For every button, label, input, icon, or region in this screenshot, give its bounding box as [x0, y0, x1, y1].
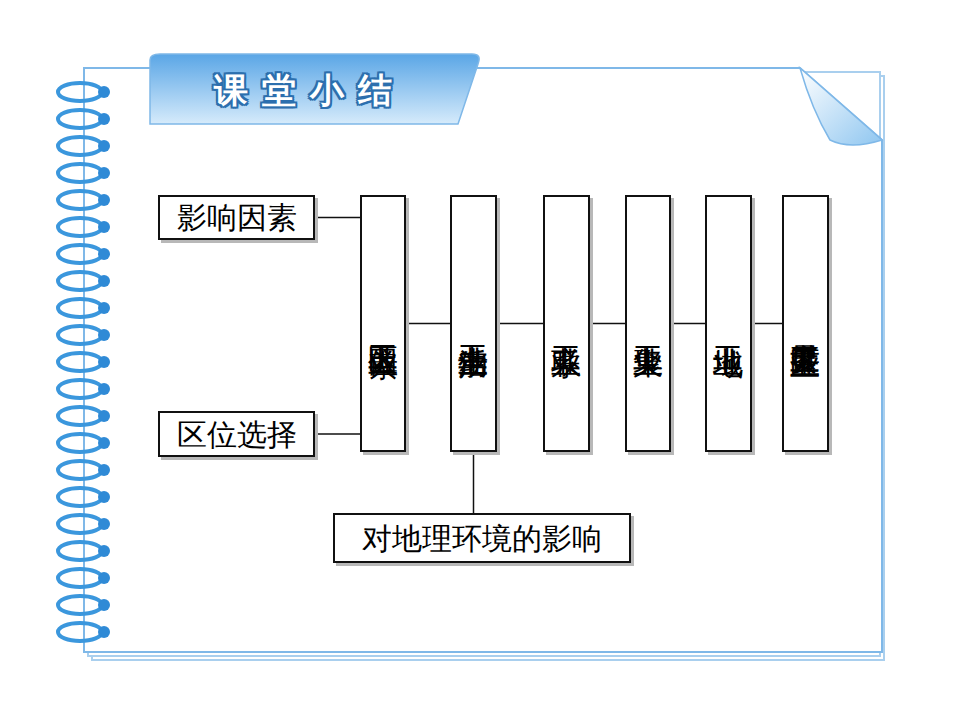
- binding-hole: [98, 302, 110, 314]
- binding-hole: [98, 599, 110, 611]
- binding-hole: [98, 167, 110, 179]
- spiral-binding: [58, 83, 110, 641]
- spiral-ring: [58, 515, 102, 533]
- slide-title: 课堂小结: [160, 66, 460, 116]
- spiral-ring: [58, 110, 102, 128]
- topic-box: 区位选择: [158, 411, 315, 457]
- spiral-ring: [58, 461, 102, 479]
- spiral-ring: [58, 353, 102, 371]
- binding-hole: [98, 329, 110, 341]
- connector-line: [497, 323, 543, 325]
- vertical-topic-box: 工业联系: [543, 195, 590, 452]
- connector-line: [315, 433, 360, 435]
- box-text: 工业区位因素: [367, 321, 400, 327]
- spiral-ring: [58, 542, 102, 560]
- spiral-ring: [58, 272, 102, 290]
- binding-hole: [98, 383, 110, 395]
- vertical-topic-box: 工业生产活动: [450, 195, 497, 452]
- box-text: 工业地域: [712, 322, 745, 326]
- topic-box: 对地理环境的影响: [333, 513, 631, 563]
- binding-hole: [98, 572, 110, 584]
- connector-line: [671, 323, 705, 325]
- binding-hole: [98, 491, 110, 503]
- spiral-ring: [58, 434, 102, 452]
- box-text: 世界主要工业区: [789, 320, 822, 327]
- spiral-ring: [58, 83, 102, 101]
- spiral-ring: [58, 569, 102, 587]
- topic-box: 影响因素: [158, 195, 315, 240]
- spiral-ring: [58, 191, 102, 209]
- connector-line: [406, 323, 450, 325]
- title-tab: [150, 54, 479, 124]
- spiral-ring: [58, 326, 102, 344]
- box-text: 工业生产活动: [457, 321, 490, 327]
- spiral-ring: [58, 380, 102, 398]
- spiral-ring: [58, 245, 102, 263]
- binding-hole: [98, 518, 110, 530]
- spiral-ring: [58, 164, 102, 182]
- box-text: 工业集聚: [632, 322, 665, 326]
- binding-hole: [98, 140, 110, 152]
- spiral-ring: [58, 488, 102, 506]
- box-text: 工业联系: [550, 322, 583, 326]
- binding-hole: [98, 275, 110, 287]
- box-text: 对地理环境的影响: [362, 522, 602, 555]
- spiral-ring: [58, 407, 102, 425]
- vertical-topic-box: 工业集聚: [625, 195, 671, 452]
- binding-hole: [98, 410, 110, 422]
- vertical-topic-box: 世界主要工业区: [782, 195, 829, 452]
- connector-line: [473, 452, 475, 513]
- binding-hole: [98, 194, 110, 206]
- page-curl: [800, 68, 882, 145]
- binding-hole: [98, 437, 110, 449]
- binding-hole: [98, 356, 110, 368]
- vertical-topic-box: 工业地域: [705, 195, 752, 452]
- front-page: [84, 68, 882, 652]
- spiral-ring: [58, 299, 102, 317]
- binding-hole: [98, 221, 110, 233]
- connector-line: [315, 217, 360, 219]
- binding-hole: [98, 464, 110, 476]
- box-text: 区位选择: [177, 418, 297, 451]
- spiral-ring: [58, 596, 102, 614]
- binding-hole: [98, 626, 110, 638]
- spiral-ring: [58, 137, 102, 155]
- spiral-ring: [58, 623, 102, 641]
- connector-line: [590, 323, 625, 325]
- binding-hole: [98, 248, 110, 260]
- binding-hole: [98, 113, 110, 125]
- connector-line: [752, 323, 782, 325]
- binding-hole: [98, 86, 110, 98]
- binding-hole: [98, 545, 110, 557]
- spiral-ring: [58, 218, 102, 236]
- box-text: 影响因素: [177, 201, 297, 234]
- vertical-topic-box: 工业区位因素: [360, 195, 406, 452]
